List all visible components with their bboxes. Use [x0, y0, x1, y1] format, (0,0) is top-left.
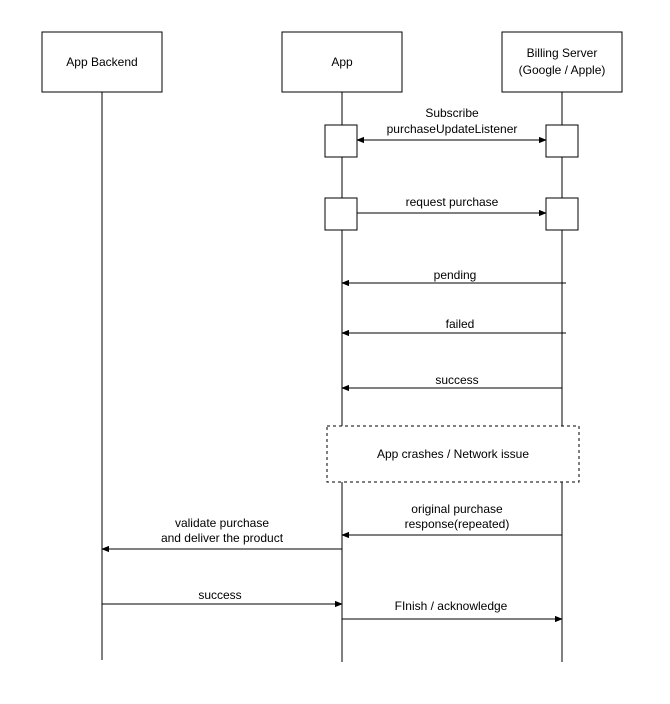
label-success-backend: success — [198, 588, 241, 602]
label-pending: pending — [434, 268, 477, 282]
label-success-billing: success — [435, 373, 478, 387]
label-subscribe-line1: Subscribe — [425, 106, 479, 120]
participant-app-backend: App Backend — [41, 31, 163, 93]
participant-billing-server: Billing Server (Google / Apple) — [501, 31, 623, 93]
label-request-purchase: request purchase — [406, 195, 499, 209]
note-app-crashes-text: App crashes / Network issue — [377, 447, 529, 461]
label-subscribe-line2: purchaseUpdateListener — [387, 122, 518, 136]
label-failed: failed — [446, 317, 475, 331]
note-app-crashes: App crashes / Network issue — [326, 425, 580, 483]
participant-billing-server-label-line1: Billing Server — [527, 46, 598, 60]
label-validate-purchase-line1: validate purchase — [175, 516, 269, 530]
activation-app-subscribe — [324, 124, 358, 158]
participant-app: App — [281, 31, 403, 93]
activation-billing-request — [545, 197, 579, 231]
label-original-purchase-line1: original purchase — [411, 502, 503, 516]
activation-app-request — [324, 197, 358, 231]
label-original-purchase-line2: response(repeated) — [405, 517, 510, 531]
participant-app-backend-label: App Backend — [66, 55, 137, 69]
activation-billing-subscribe — [545, 124, 579, 158]
label-validate-purchase-line2: and deliver the product — [161, 531, 284, 545]
label-finish-acknowledge: FInish / acknowledge — [395, 599, 508, 613]
participant-billing-server-label-line2: (Google / Apple) — [519, 63, 606, 77]
participant-app-label: App — [331, 55, 353, 69]
